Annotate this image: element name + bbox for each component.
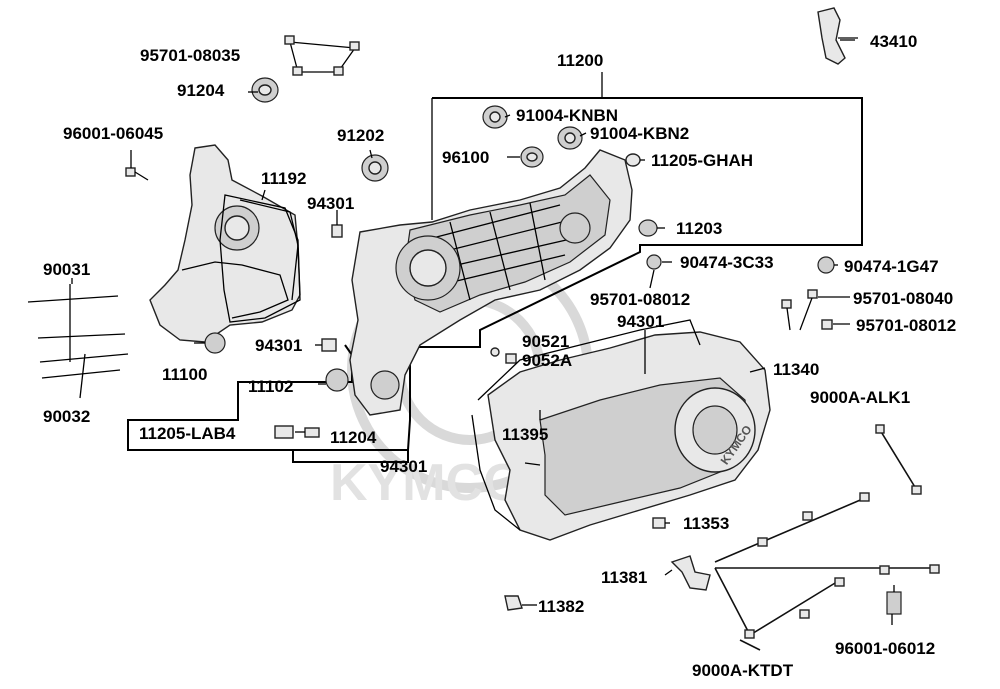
- bolt-96001-06012: [886, 585, 902, 615]
- left-crankcase: [149, 144, 301, 354]
- group-frame-11200: [127, 97, 863, 451]
- bearing-91204: [251, 77, 279, 103]
- washer-90521: [490, 347, 500, 357]
- label-11100: 11100: [162, 365, 208, 384]
- bolt-96001-06045: [125, 167, 149, 181]
- bushing-11102: [325, 368, 349, 392]
- label-91204: 91204: [177, 81, 225, 100]
- label-9000a-alk1: 9000A-ALK1: [810, 388, 911, 407]
- label-11204: 11204: [330, 428, 377, 447]
- bearing-96100: [520, 146, 544, 168]
- label-90474-3c33: 90474-3C33: [680, 253, 774, 272]
- label-94301-c: 94301: [255, 336, 303, 355]
- bolts-95701-08035: [284, 35, 360, 76]
- label-91202: 91202: [337, 126, 385, 145]
- label-9052a: 9052A: [522, 351, 573, 370]
- bearing-91004-kbn2: [557, 126, 583, 150]
- label-90521: 90521: [522, 332, 570, 351]
- transmission-cover: KYMCO: [487, 331, 771, 541]
- label-90031: 90031: [43, 260, 91, 279]
- label-95701-08040: 95701-08040: [853, 289, 954, 308]
- label-43410: 43410: [870, 32, 918, 51]
- bolts-95701-right: [781, 289, 833, 331]
- label-11205-ghah: 11205-GHAH: [651, 151, 754, 170]
- seal-90474-3c33: [646, 254, 662, 270]
- label-96001-06012: 96001-06012: [835, 639, 936, 658]
- pin-94301-a: [331, 224, 343, 238]
- label-94301-d: 94301: [380, 457, 428, 476]
- dowel-11205-lab4: [274, 425, 294, 439]
- arm-43410: [817, 7, 858, 65]
- clamp-11381: [670, 555, 711, 591]
- label-95701-08012-b: 95701-08012: [856, 316, 957, 335]
- label-90474-1g47: 90474-1G47: [844, 257, 939, 276]
- label-11200: 11200: [557, 51, 604, 70]
- bolt-9052a: [505, 353, 517, 364]
- label-11340: 11340: [773, 360, 820, 379]
- bearing-91202: [361, 154, 389, 182]
- label-11102: 11102: [248, 377, 294, 396]
- label-11203: 11203: [676, 219, 723, 238]
- label-96100: 96100: [442, 148, 490, 167]
- leader-lines: [71, 39, 893, 625]
- bushing-11203: [638, 219, 658, 237]
- label-11382: 11382: [538, 597, 585, 616]
- seal-90474-1g47: [817, 256, 835, 274]
- label-11353: 11353: [683, 514, 730, 533]
- dowel-11205-ghah: [625, 153, 641, 167]
- bushing-11353: [652, 517, 666, 529]
- label-95701-08012-a: 95701-08012: [590, 290, 691, 309]
- gasket-11395-lower: [471, 414, 521, 531]
- label-91004-knbn: 91004-KNBN: [516, 106, 619, 125]
- bolt-set-9000a-ktdt: [714, 492, 940, 651]
- svg-text:KYMCO: KYMCO: [330, 454, 524, 512]
- studs-90031-90032: [27, 284, 129, 399]
- bearing-91004-knbn: [482, 105, 508, 129]
- label-96001-06045: 96001-06045: [63, 124, 164, 143]
- gasket-11395: [477, 319, 701, 401]
- group-frame-11102: [292, 450, 409, 463]
- clamp-11382: [504, 595, 523, 611]
- label-94301-a: 94301: [307, 194, 355, 213]
- label-95701-08035: 95701-08035: [140, 46, 241, 65]
- right-crankcase: [349, 149, 633, 416]
- label-90032: 90032: [43, 407, 91, 426]
- pin-94301-b: [321, 338, 337, 352]
- label-11395: 11395: [502, 425, 549, 444]
- label-11205-lab4: 11205-LAB4: [139, 424, 236, 443]
- label-11192: 11192: [261, 169, 307, 188]
- label-94301-b: 94301: [617, 312, 665, 331]
- gasket-11192: [219, 194, 301, 323]
- bolt-9000a-alk1: [875, 424, 922, 495]
- label-91004-kbn2: 91004-KBN2: [590, 124, 690, 143]
- label-11381: 11381: [601, 568, 648, 587]
- pin-11204: [304, 427, 320, 438]
- label-9000a-ktdt: 9000A-KTDT: [692, 661, 794, 680]
